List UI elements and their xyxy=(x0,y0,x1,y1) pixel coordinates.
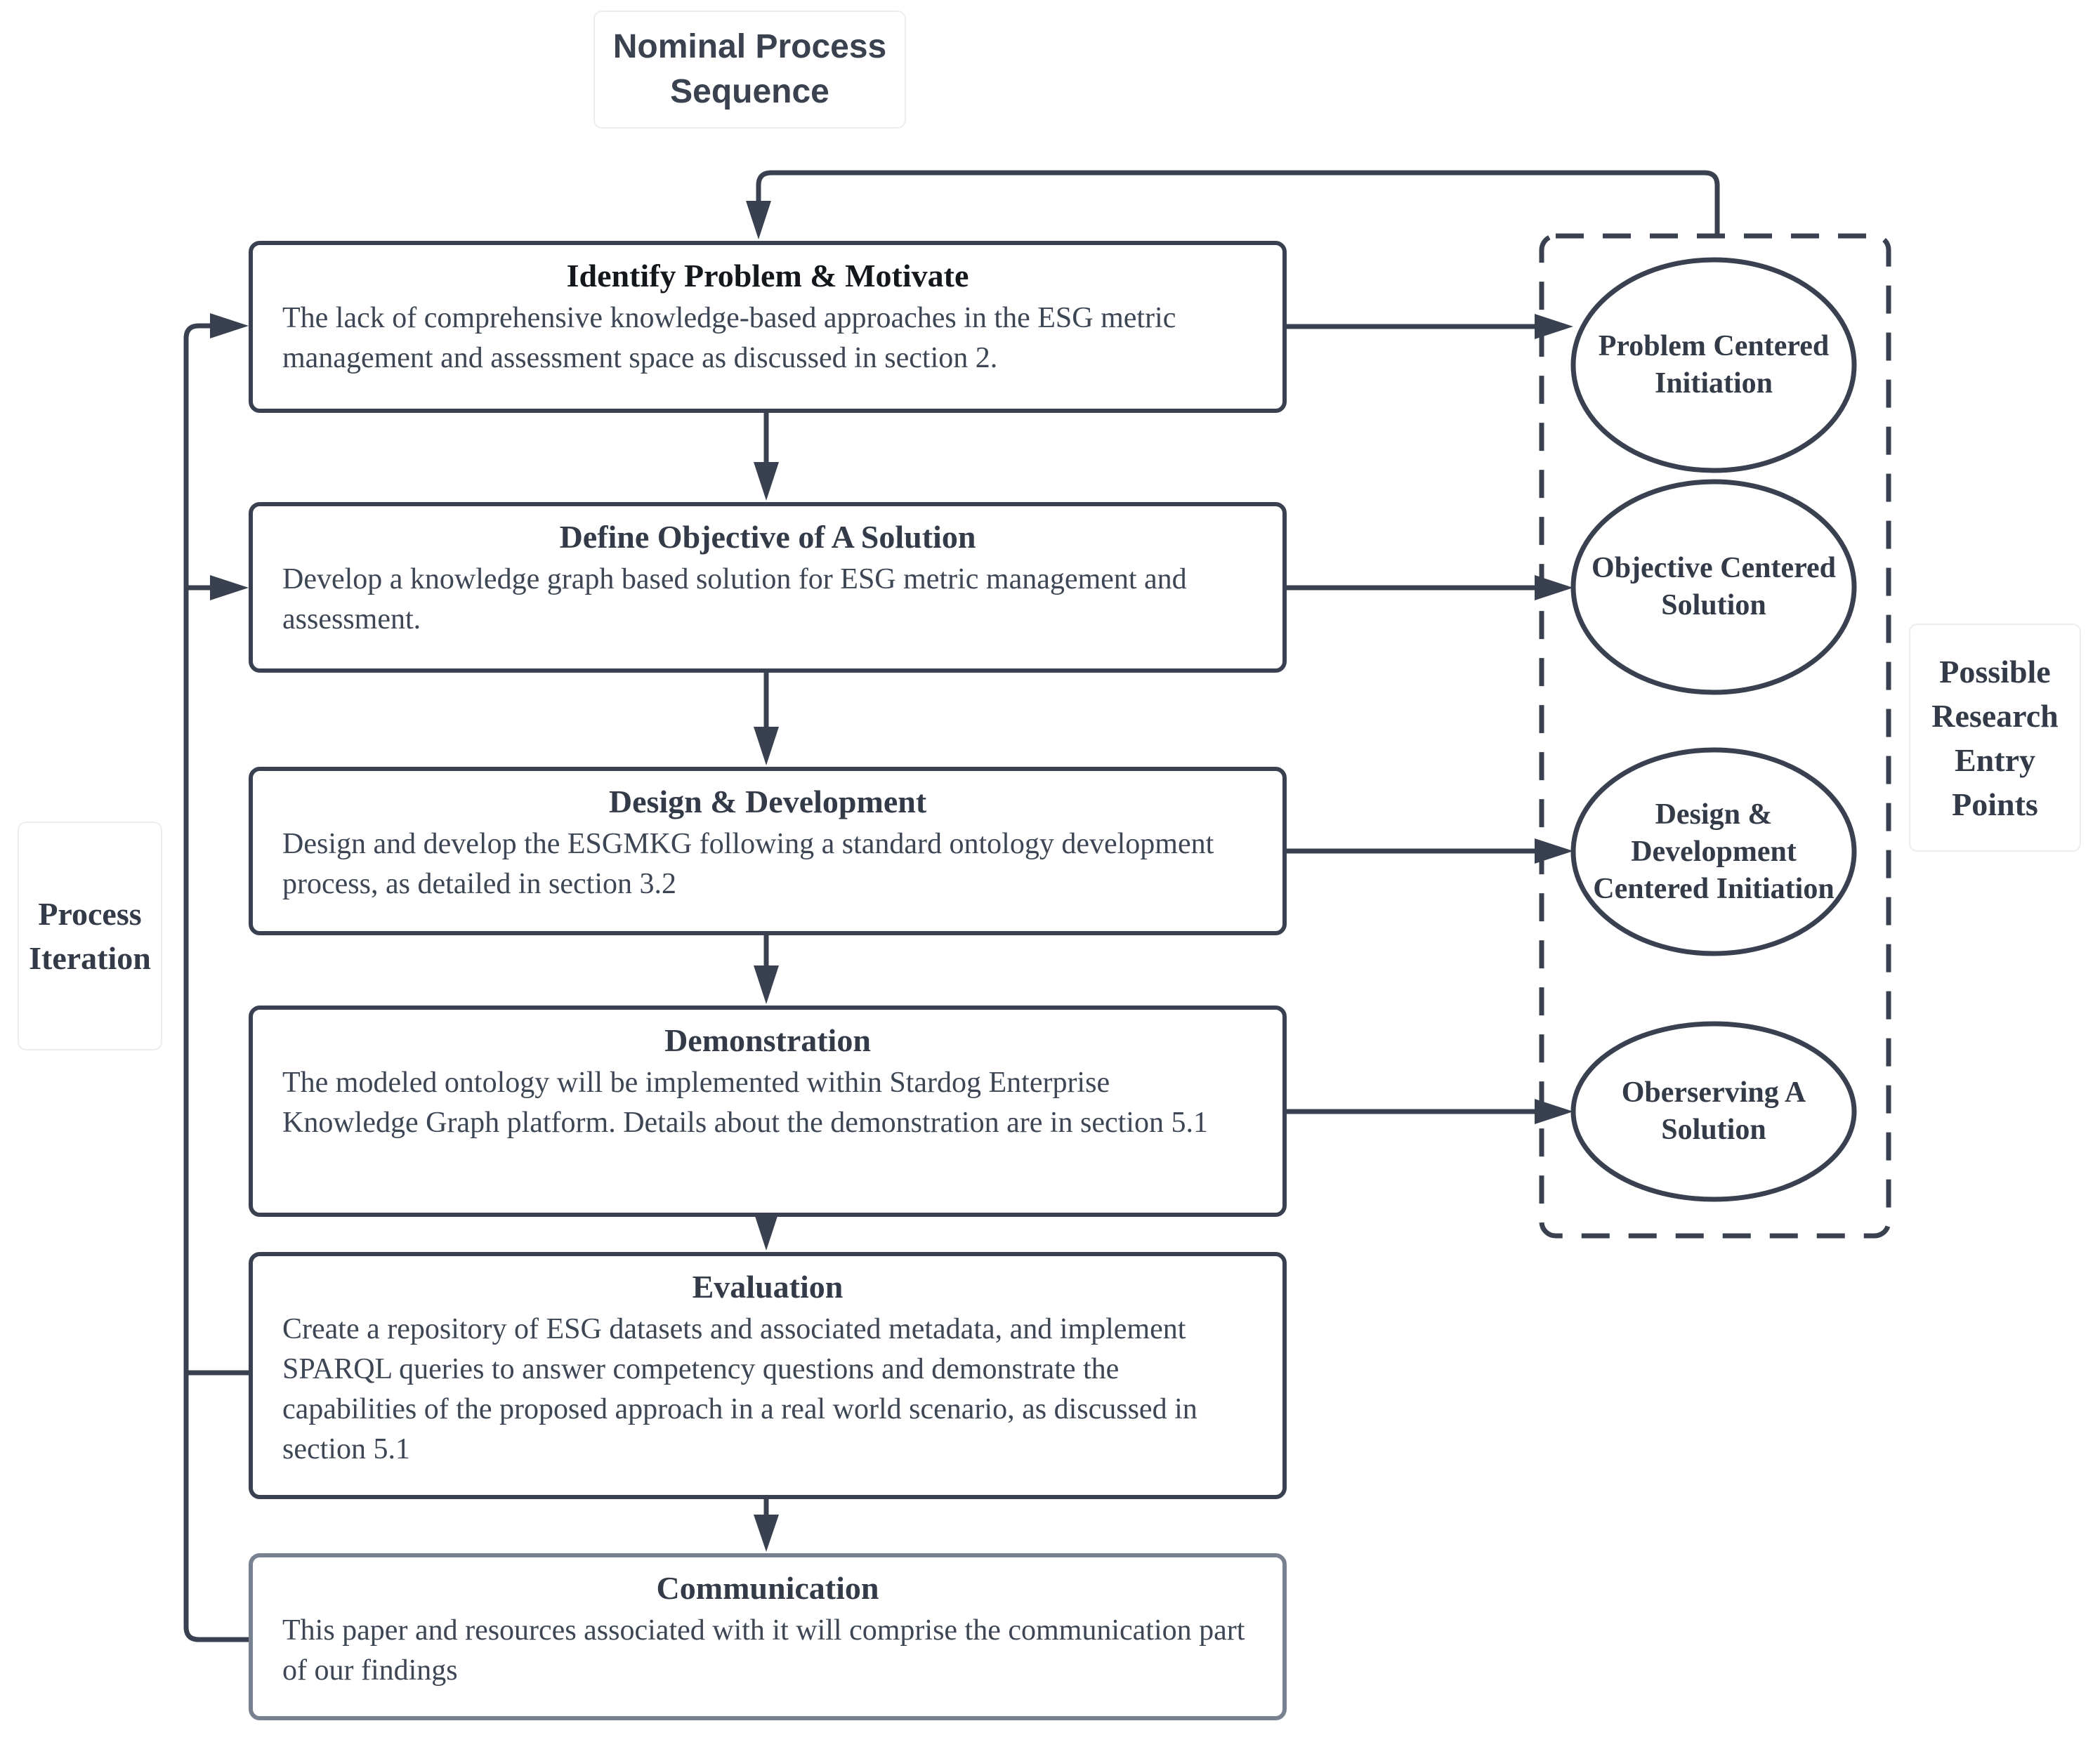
arrowhead-step4 xyxy=(754,965,779,1004)
arrowhead-iteration-step2 xyxy=(210,575,249,600)
arrowhead-iteration-step1 xyxy=(210,313,249,338)
step-evaluation: Evaluation Create a repository of ESG da… xyxy=(249,1252,1287,1499)
step-body: Create a repository of ESG datasets and … xyxy=(282,1313,1197,1465)
diagram-title: Nominal Process Sequence xyxy=(593,11,906,128)
arrowhead-step6 xyxy=(754,1515,779,1552)
step-heading: Evaluation xyxy=(692,1269,844,1305)
entry-ellipse-design-development xyxy=(1570,747,1857,956)
process-iteration-label: Process Iteration xyxy=(18,822,162,1050)
diagram-title-label: Nominal Process Sequence xyxy=(612,28,887,110)
arrowhead-entry2 xyxy=(1535,575,1573,600)
step-heading: Design & Development xyxy=(608,784,927,819)
entry-label-objective-centered: Objective Centered Solution xyxy=(1592,552,1836,621)
step-heading: Identify Problem & Motivate xyxy=(566,258,969,294)
entry-ellipse-problem-centered xyxy=(1570,257,1857,473)
entry-label-design-development: Design & Development Centered Initiation xyxy=(1593,798,1835,905)
arrowhead-step3 xyxy=(754,727,779,765)
arrowhead-entry4 xyxy=(1535,1099,1573,1124)
step-body: Develop a knowledge graph based solution… xyxy=(282,563,1187,635)
research-entry-points-text: Possible Research Entry Points xyxy=(1931,653,2059,822)
entry-to-start-connector xyxy=(756,170,1720,237)
process-iteration-line xyxy=(183,323,250,1642)
step-heading: Communication xyxy=(656,1570,879,1606)
step-heading: Demonstration xyxy=(664,1022,871,1058)
process-iteration-text: Process Iteration xyxy=(29,896,151,976)
step-body: The modeled ontology will be implemented… xyxy=(282,1067,1208,1139)
step-heading: Define Objective of A Solution xyxy=(559,519,976,555)
arrowhead-into-step1-top xyxy=(746,201,771,239)
entry-ellipse-objective-centered xyxy=(1570,479,1857,695)
step-demonstration: Demonstration The modeled ontology will … xyxy=(249,1006,1287,1217)
step-identify-problem: Identify Problem & Motivate The lack of … xyxy=(249,241,1287,413)
step-design-development: Design & Development Design and develop … xyxy=(249,767,1287,935)
step-body: Design and develop the ESGMKG following … xyxy=(282,828,1214,900)
arrowhead-entry3 xyxy=(1535,838,1573,864)
step-body: This paper and resources associated with… xyxy=(282,1614,1245,1687)
entry-label-observing-solution: Oberserving A Solution xyxy=(1621,1076,1806,1146)
step-define-objective: Define Objective of A Solution Develop a… xyxy=(249,502,1287,673)
entry-label-problem-centered: Problem Centered Initiation xyxy=(1598,330,1830,400)
arrowhead-step5 xyxy=(754,1212,779,1251)
step-communication: Communication This paper and resources a… xyxy=(249,1553,1287,1720)
research-entry-points-label: Possible Research Entry Points xyxy=(1909,624,2081,852)
step-body: The lack of comprehensive knowledge-base… xyxy=(282,302,1176,374)
arrowhead-entry1 xyxy=(1535,314,1573,339)
arrowhead-step2 xyxy=(754,462,779,501)
